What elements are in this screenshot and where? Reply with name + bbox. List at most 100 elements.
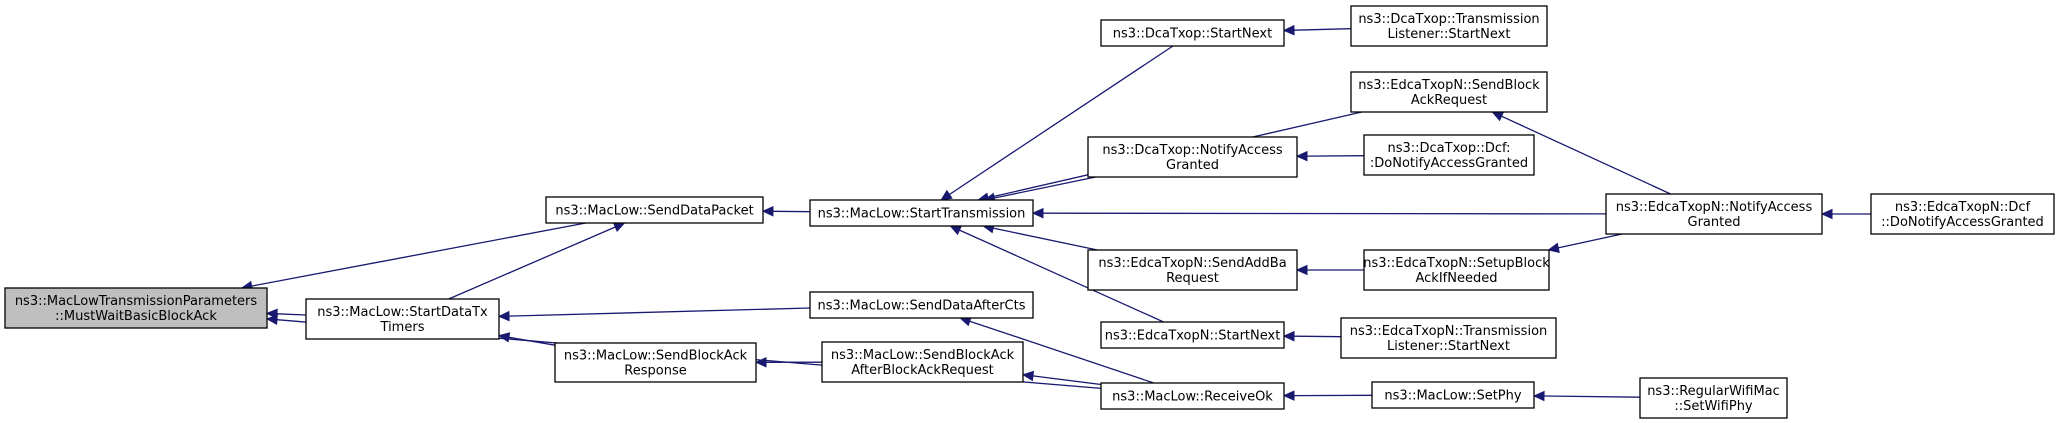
node-label: Listener::StartNext <box>1388 27 1511 42</box>
node-sendDataPacket[interactable]: ns3::MacLow::SendDataPacket <box>545 196 764 224</box>
edge-line <box>448 226 616 300</box>
arrowhead <box>1282 390 1295 401</box>
edge-edcaNotifyAccess-to-startTransmission <box>1031 207 1607 219</box>
node-label: ns3::MacLow::ReceiveOk <box>1112 390 1273 405</box>
edge-line <box>959 229 1164 323</box>
edge-setPhy-to-receiveOk <box>1282 390 1373 401</box>
edge-edcaTlStartNext-to-edcaStartNext <box>1282 330 1342 342</box>
edge-dcaStartNext-to-startTransmission <box>940 45 1174 201</box>
node-box <box>809 199 1034 227</box>
node-label: ns3::DcaTxop::NotifyAccess <box>1102 143 1283 158</box>
node-label: ns3::MacLowTransmissionParameters <box>15 294 258 309</box>
node-root[interactable]: ns3::MacLowTransmissionParameters::MustW… <box>4 287 268 329</box>
node-label: ns3::EdcaTxopN::SetupBlock <box>1363 256 1550 271</box>
arrowhead <box>1021 370 1035 382</box>
node-box <box>1350 5 1548 47</box>
node-label: ns3::MacLow::SendDataPacket <box>555 204 753 219</box>
node-label: ns3::DcaTxop::Transmission <box>1358 12 1539 27</box>
node-box <box>1371 381 1535 409</box>
node-label: Timers <box>380 320 425 335</box>
node-dcaStartNext[interactable]: ns3::DcaTxop::StartNext <box>1100 19 1285 47</box>
node-label: ::MustWaitBasicBlockAck <box>55 309 217 324</box>
node-box <box>554 342 757 383</box>
edge-line <box>276 313 307 316</box>
arrowhead <box>497 332 511 343</box>
arrowhead <box>1491 111 1505 122</box>
node-box <box>1087 249 1298 291</box>
node-label: ns3::EdcaTxopN::SendBlock <box>1358 78 1540 93</box>
node-box <box>809 291 1034 319</box>
node-label: ns3::MacLow::SendBlockAck <box>564 349 748 364</box>
edge-edcaSendAddBa-to-startTransmission <box>982 223 1098 251</box>
edge-sendBlockAckResponse-to-startDataTxTimers <box>497 332 556 346</box>
node-box <box>545 196 764 224</box>
node-dcaTlStartNext[interactable]: ns3::DcaTxop::TransmissionListener::Star… <box>1350 5 1548 47</box>
node-box <box>305 298 500 340</box>
edge-startTransmission-to-sendDataPacket <box>761 206 811 217</box>
node-box <box>1605 193 1823 235</box>
edge-line <box>251 222 586 287</box>
node-startTransmission[interactable]: ns3::MacLow::StartTransmission <box>809 199 1034 227</box>
node-edcaStartNext[interactable]: ns3::EdcaTxopN::StartNext <box>1100 321 1285 349</box>
arrowhead <box>1547 242 1560 253</box>
node-label: ns3::MacLow::SendBlockAck <box>831 348 1015 363</box>
node-dcaNotifyAccess[interactable]: ns3::DcaTxop::NotifyAccessGranted <box>1087 136 1298 178</box>
node-receiveOk[interactable]: ns3::MacLow::ReceiveOk <box>1100 382 1285 410</box>
edge-line <box>1032 375 1102 386</box>
node-label: ns3::RegularWifiMac <box>1647 384 1780 399</box>
node-box <box>1087 136 1298 178</box>
edge-line <box>1042 212 1607 215</box>
node-label: Granted <box>1688 215 1741 230</box>
node-label: ns3::DcaTxop::StartNext <box>1113 27 1272 42</box>
arrowhead <box>1282 330 1295 342</box>
node-label: AfterBlockAckRequest <box>851 363 994 378</box>
node-label: ns3::EdcaTxopN::SendAddBa <box>1098 256 1286 271</box>
edge-startDataTxTimers-to-sendDataPacket <box>448 222 626 300</box>
edge-edcaDcfNotify-to-edcaNotifyAccess <box>1820 208 1871 220</box>
edge-line <box>969 320 1155 384</box>
arrowhead <box>1532 390 1545 402</box>
node-box <box>1340 317 1557 359</box>
edge-edcaNotifyAccess-to-edcaSetupBlockAck <box>1547 233 1623 253</box>
node-label: ns3::EdcaTxopN::StartNext <box>1105 329 1281 344</box>
node-edcaTlStartNext[interactable]: ns3::EdcaTxopN::TransmissionListener::St… <box>1340 317 1557 359</box>
node-dcaDcfNotify[interactable]: ns3::DcaTxop::Dcf::DoNotifyAccessGranted <box>1363 134 1535 176</box>
node-box <box>1100 19 1285 47</box>
arrowhead <box>754 357 767 368</box>
node-box <box>1639 377 1788 419</box>
edge-dcaTlStartNext-to-dcaStartNext <box>1282 24 1352 36</box>
edge-line <box>1293 28 1352 31</box>
nodes: ns3::MacLowTransmissionParameters::MustW… <box>4 5 2055 419</box>
node-edcaDcfNotify[interactable]: ns3::EdcaTxopN::Dcf::DoNotifyAccessGrant… <box>1870 193 2055 235</box>
node-label: ns3::DcaTxop::Dcf: <box>1387 141 1510 156</box>
node-setPhy[interactable]: ns3::MacLow::SetPhy <box>1371 381 1535 409</box>
edge-line <box>1293 335 1342 338</box>
node-label: :DoNotifyAccessGranted <box>1370 156 1528 171</box>
edge-sendBlockAckAfterReq-to-sendBlockAckResponse <box>754 357 823 368</box>
node-sendBlockAckAfterReq[interactable]: ns3::MacLow::SendBlockAckAfterBlockAckRe… <box>821 341 1024 383</box>
node-label: ::DoNotifyAccessGranted <box>1881 215 2044 230</box>
edge-dcaDcfNotify-to-dcaNotifyAccess <box>1295 150 1365 162</box>
node-box <box>821 341 1024 383</box>
node-sendDataAfterCts[interactable]: ns3::MacLow::SendDataAfterCts <box>809 291 1034 319</box>
node-box <box>1100 382 1285 410</box>
node-regularSetWifiPhy[interactable]: ns3::RegularWifiMac::SetWifiPhy <box>1639 377 1788 419</box>
arrowhead <box>940 189 953 201</box>
arrowhead <box>1282 24 1295 36</box>
edge-line <box>994 176 1096 199</box>
node-edcaNotifyAccess[interactable]: ns3::EdcaTxopN::NotifyAccessGranted <box>1605 193 1823 235</box>
arrowhead <box>1295 150 1308 162</box>
edge-line <box>949 45 1174 196</box>
edge-line <box>992 227 1098 251</box>
arrowhead <box>265 314 278 326</box>
node-box <box>1363 134 1535 176</box>
node-label: Response <box>624 364 686 379</box>
arrowhead <box>497 310 510 322</box>
edge-line <box>1501 115 1671 195</box>
